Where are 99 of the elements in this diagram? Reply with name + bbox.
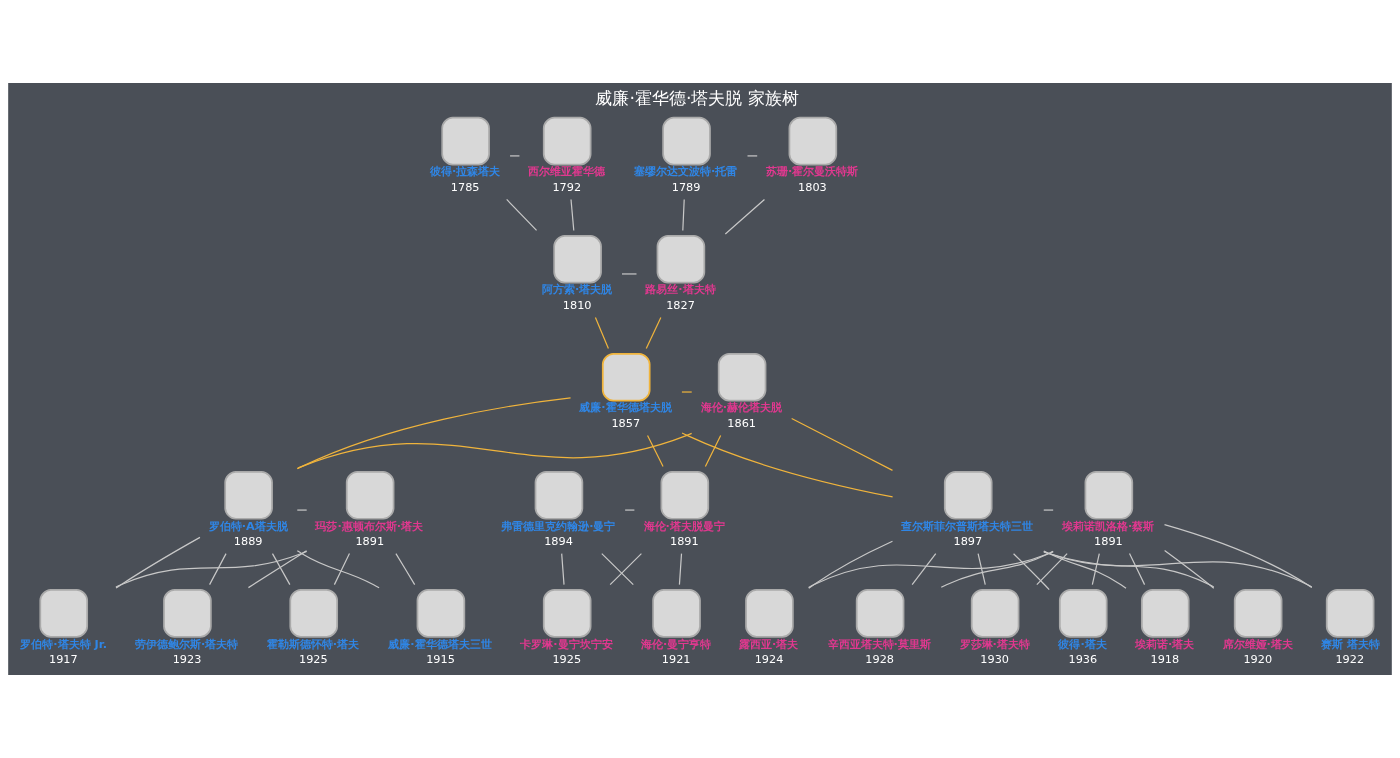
node-label: 苏珊·霍尔曼沃特斯 (765, 165, 859, 179)
connector (808, 540, 894, 589)
connector (621, 273, 638, 275)
node-label: 1915 (426, 653, 455, 667)
connector (395, 553, 416, 586)
diagram-title: 威廉·霍华德·塔夫脱 家族树 (595, 87, 799, 108)
connector (1163, 524, 1313, 589)
connector (1036, 553, 1068, 586)
node-label: 彼得·拉森塔夫 (430, 165, 501, 179)
connector (1091, 553, 1100, 586)
connector (247, 550, 308, 589)
connector (682, 198, 685, 232)
node-label: 1810 (562, 299, 592, 313)
node-label: 威廉·霍华德塔夫三世 (388, 637, 492, 651)
node-label: 1861 (727, 417, 757, 431)
node-label: 1803 (798, 180, 827, 194)
connector (1012, 553, 1050, 591)
node-label: 1921 (661, 653, 691, 667)
node-label: 1897 (953, 535, 983, 549)
connector (791, 417, 894, 471)
node-label: 1917 (48, 653, 78, 667)
node-label: 海伦·塔夫脱曼宁 (643, 519, 725, 533)
node-label: 海伦·赫伦塔夫脱 (700, 401, 783, 415)
node-label: 弗雷德里克约翰逊·曼宁 (501, 519, 616, 533)
connector (333, 553, 351, 586)
node-label: 卡罗琳·曼宁坎宁安 (520, 637, 613, 651)
node-label: 劳伊德鲍尔斯·塔夫特 (134, 637, 239, 651)
connector (296, 509, 308, 511)
connector (1043, 550, 1215, 588)
connector (1043, 550, 1127, 589)
node-label: 西尔维亚霍华德 (528, 165, 606, 179)
connector (561, 553, 565, 586)
connector (271, 553, 291, 586)
node-label: 埃莉诺·塔夫 (1134, 637, 1195, 651)
node-label: 1889 (233, 535, 263, 549)
connector (808, 551, 1054, 589)
connector (115, 550, 308, 588)
node-label: 1891 (1094, 535, 1123, 549)
node-label: 1827 (666, 299, 695, 313)
node-label: 1924 (754, 653, 784, 667)
connector (509, 155, 521, 157)
connector (1043, 509, 1054, 511)
connector (646, 434, 664, 468)
connector (681, 391, 693, 393)
node-label: 赛斯 塔夫特 (1320, 637, 1380, 651)
connector (296, 550, 380, 589)
connector (115, 536, 201, 589)
node-label: 查尔斯菲尔普斯塔夫特三世 (901, 519, 1034, 533)
node-label: 塞缪尔达文波特·托雷 (634, 165, 738, 179)
node-label: 1923 (172, 653, 202, 667)
node-label: 辛西亚塔夫特·莫里斯 (827, 637, 931, 651)
node-label: 席尔维娅·塔夫 (1222, 637, 1293, 651)
node-label: 玛莎·惠顿布尔斯·塔夫 (315, 519, 424, 533)
node-label: 1894 (544, 535, 573, 549)
connector (570, 198, 575, 232)
node-label: 1925 (298, 653, 328, 667)
node-label: 海伦·曼宁亨特 (640, 637, 712, 651)
node-label: 阿方索·塔夫脱 (542, 283, 613, 297)
connector (296, 432, 693, 470)
connector (678, 553, 683, 586)
connector (1043, 551, 1313, 588)
connector (594, 316, 609, 350)
node-label: 1925 (552, 653, 582, 667)
node-label: 罗伯特·塔夫特 Jr. (20, 637, 107, 651)
connector (209, 553, 227, 586)
node-label: 霍勒斯德怀特·塔夫 (266, 637, 360, 651)
node-label: 罗莎琳·塔夫特 (959, 637, 1030, 651)
node-label: 路易丝·塔夫特 (645, 283, 716, 297)
node-label: 1928 (865, 653, 895, 667)
node-label: 1920 (1243, 653, 1273, 667)
connector (1128, 553, 1146, 586)
connector (624, 509, 635, 511)
connector (940, 550, 1054, 588)
connector (704, 434, 722, 468)
node-label: 1936 (1068, 653, 1098, 667)
connector (746, 155, 758, 157)
connector (977, 553, 986, 586)
node-label: 埃莉诺凯洛格·蔡斯 (1061, 519, 1155, 533)
node-label: 1930 (980, 653, 1010, 667)
connector (1164, 549, 1215, 589)
node-label: 罗伯特·A塔夫脱 (208, 519, 288, 533)
node-label: 1857 (611, 417, 641, 431)
node-label: 1918 (1150, 653, 1180, 667)
node-label: 1789 (671, 180, 701, 194)
node-label: 1785 (450, 180, 480, 194)
connector (645, 316, 662, 350)
node-label: 1891 (355, 535, 385, 549)
node-label: 威廉·霍华德塔夫脱 (579, 401, 672, 415)
connector (601, 553, 634, 586)
node-label: 彼得·塔夫 (1058, 637, 1107, 651)
connector (681, 432, 894, 498)
node-label: 1922 (1335, 653, 1365, 667)
connector (724, 198, 766, 235)
node-label: 1792 (552, 180, 582, 194)
connector (609, 553, 642, 586)
node-label: 露西亚·塔夫 (739, 637, 799, 651)
connector (911, 553, 937, 586)
connector (506, 198, 538, 232)
node-label: 1891 (670, 535, 699, 549)
